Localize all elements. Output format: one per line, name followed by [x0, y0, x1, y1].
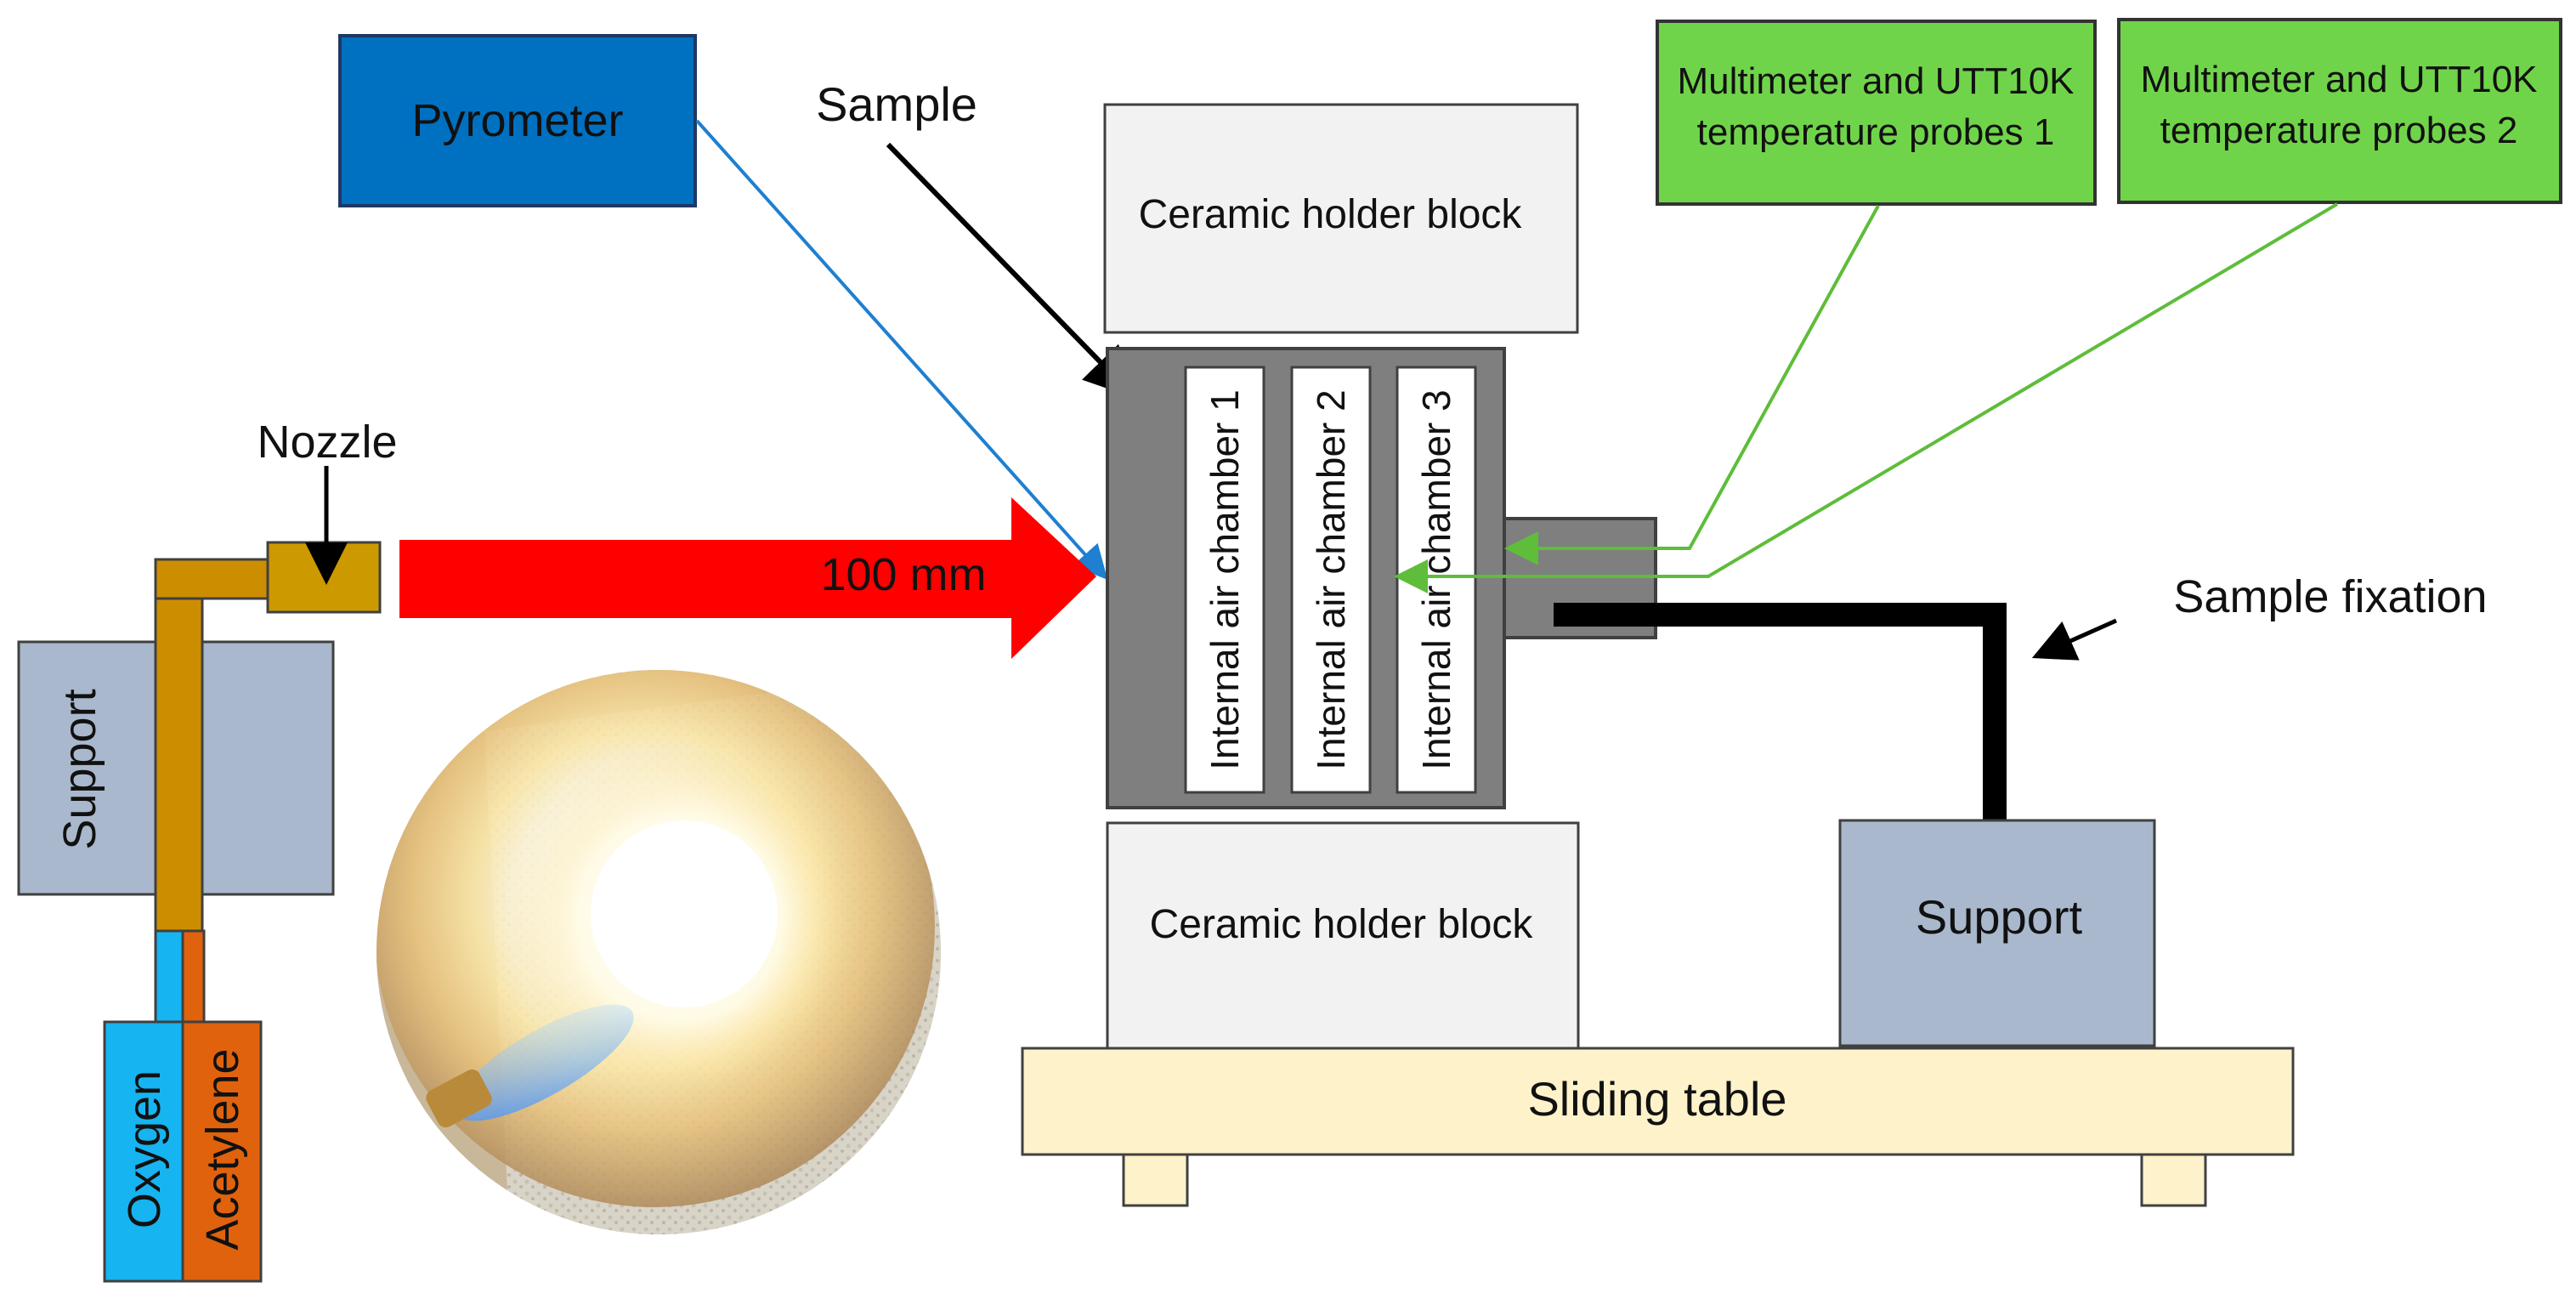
ceramic-holder-bottom-label: Ceramic holder block [1150, 902, 1534, 947]
torch-tip [426, 1069, 492, 1128]
distance-label: 100 mm [820, 549, 986, 600]
internal-air-chamber-1: Internal air chamber 1 [1184, 366, 1265, 794]
support-right-label: Support [1916, 890, 2083, 944]
probes-1-label-line1: Multimeter and UTT10K [1677, 60, 2074, 102]
ceramic-holder-top: Ceramic holder block [1103, 103, 1579, 334]
internal-air-chamber-3: Internal air chamber 3 [1396, 366, 1477, 794]
nozzle-label: Nozzle [257, 417, 397, 468]
sample-block: Internal air chamber 1 Internal air cham… [1106, 347, 1657, 809]
pyrometer-beam-arrow [695, 119, 1108, 580]
table-leg-left [1122, 1153, 1189, 1207]
probe-1-wire [1504, 205, 1880, 565]
sample-fixation-pointer [2031, 618, 2118, 661]
sample-pointer-arrow [886, 142, 1136, 399]
sample-label: Sample [816, 77, 977, 131]
probes-1-label-line2: temperature probes 1 [1697, 111, 2055, 153]
chamber-2-label: Internal air chamber 2 [1309, 389, 1353, 769]
sliding-table: Sliding table [1021, 1047, 2295, 1207]
internal-air-chamber-2: Internal air chamber 2 [1290, 366, 1372, 794]
chamber-1-label: Internal air chamber 1 [1203, 389, 1247, 769]
pyrometer: Pyrometer [338, 34, 697, 207]
ceramic-holder-top-label: Ceramic holder block [1139, 192, 1523, 237]
oxygen-hose [154, 929, 184, 1024]
acetylene-hose [181, 929, 206, 1024]
acetylene-label: Acetylene [197, 1048, 248, 1250]
ceramic-holder-bottom: Ceramic holder block [1106, 821, 1580, 1050]
table-leg-right [2140, 1153, 2207, 1207]
pyrometer-label: Pyrometer [411, 95, 623, 146]
sliding-table-label: Sliding table [1527, 1072, 1786, 1126]
probe-2-wire [1394, 202, 2339, 593]
probes-box-1: Multimeter and UTT10K temperature probes… [1656, 20, 2097, 206]
flame-test-photo [376, 670, 941, 1234]
flame-distance-arrow: 100 mm [399, 497, 1096, 659]
nozzle [266, 541, 382, 614]
probes-box-2: Multimeter and UTT10K temperature probes… [2117, 18, 2562, 204]
sample-fixation-bar [1554, 603, 2007, 820]
support-left-label: Support [54, 689, 105, 849]
pyrometer-box [338, 34, 697, 207]
chamber-3-label: Internal air chamber 3 [1414, 389, 1458, 769]
probes-2-label-line1: Multimeter and UTT10K [2140, 59, 2537, 100]
oxygen-label: Oxygen [119, 1070, 170, 1228]
oxygen-tank: Oxygen [103, 1020, 184, 1283]
support-right: Support [1838, 819, 2156, 1047]
acetylene-tank: Acetylene [181, 1020, 263, 1283]
sample-fixation-label: Sample fixation [2173, 571, 2487, 622]
probes-2-label-line2: temperature probes 2 [2160, 110, 2518, 151]
